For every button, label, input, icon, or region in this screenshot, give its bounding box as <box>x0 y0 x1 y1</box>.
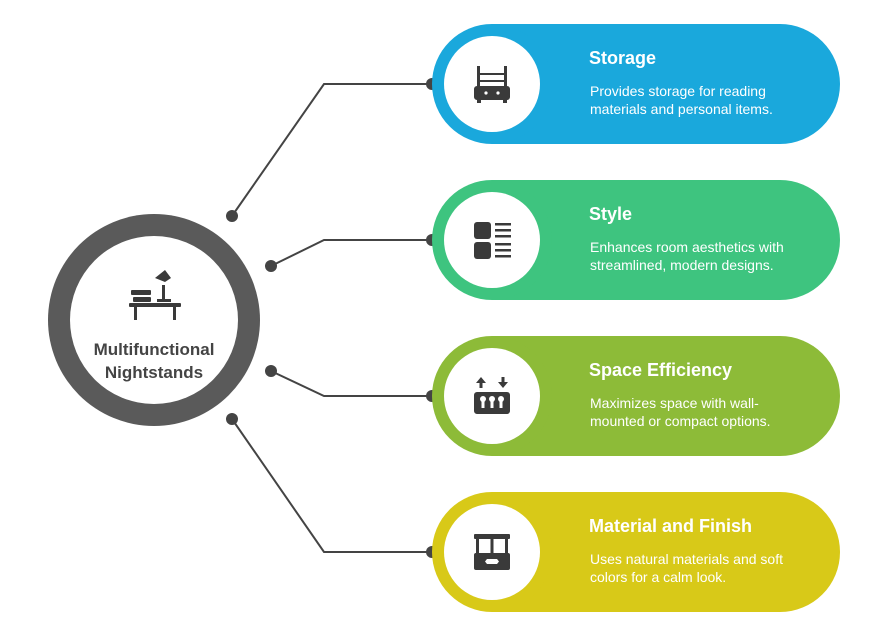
icon-ring <box>432 24 552 144</box>
card-title: Material and Finish <box>589 516 753 536</box>
connector-space-efficiency <box>270 370 432 397</box>
connector-storage <box>231 83 432 217</box>
card-title: Storage <box>589 48 657 68</box>
connector-dot <box>265 365 277 377</box>
nightstand-lamp-icon <box>129 270 181 320</box>
icon-ring <box>432 336 552 456</box>
hub-title: Multifunctional Nightstands <box>93 340 215 382</box>
compact-organizer-icon <box>474 377 510 414</box>
card-description: Maximizes space with wall-mounted or com… <box>590 395 771 429</box>
card-title: Space Efficiency <box>589 360 733 380</box>
card-title: Style <box>589 204 633 224</box>
central-hub: Multifunctional Nightstands <box>48 214 260 426</box>
card-storage: Storage Provides storage for reading mat… <box>432 24 840 144</box>
card-style: Style Enhances room aesthetics with stre… <box>432 180 840 300</box>
icon-ring <box>432 180 552 300</box>
card-description: Enhances room aesthetics with streamline… <box>590 239 784 273</box>
icon-ring <box>432 492 552 612</box>
connector-dot <box>226 210 238 222</box>
shelving-cart-icon <box>474 66 510 103</box>
layout-grid-list-icon <box>474 222 511 259</box>
connector-style <box>270 239 432 267</box>
connector-material <box>231 418 432 553</box>
card-description: Provides storage for reading materials a… <box>590 83 773 117</box>
card-space-efficiency: Space Efficiency Maximizes space with wa… <box>432 336 840 456</box>
connector-dot <box>265 260 277 272</box>
connector-dot <box>226 413 238 425</box>
card-material-finish: Material and Finish Uses natural materia… <box>432 492 840 612</box>
card-description: Uses natural materials and soft colors f… <box>590 551 783 585</box>
cabinet-drawer-icon <box>474 534 510 570</box>
hub-inner: Multifunctional Nightstands <box>70 236 238 404</box>
